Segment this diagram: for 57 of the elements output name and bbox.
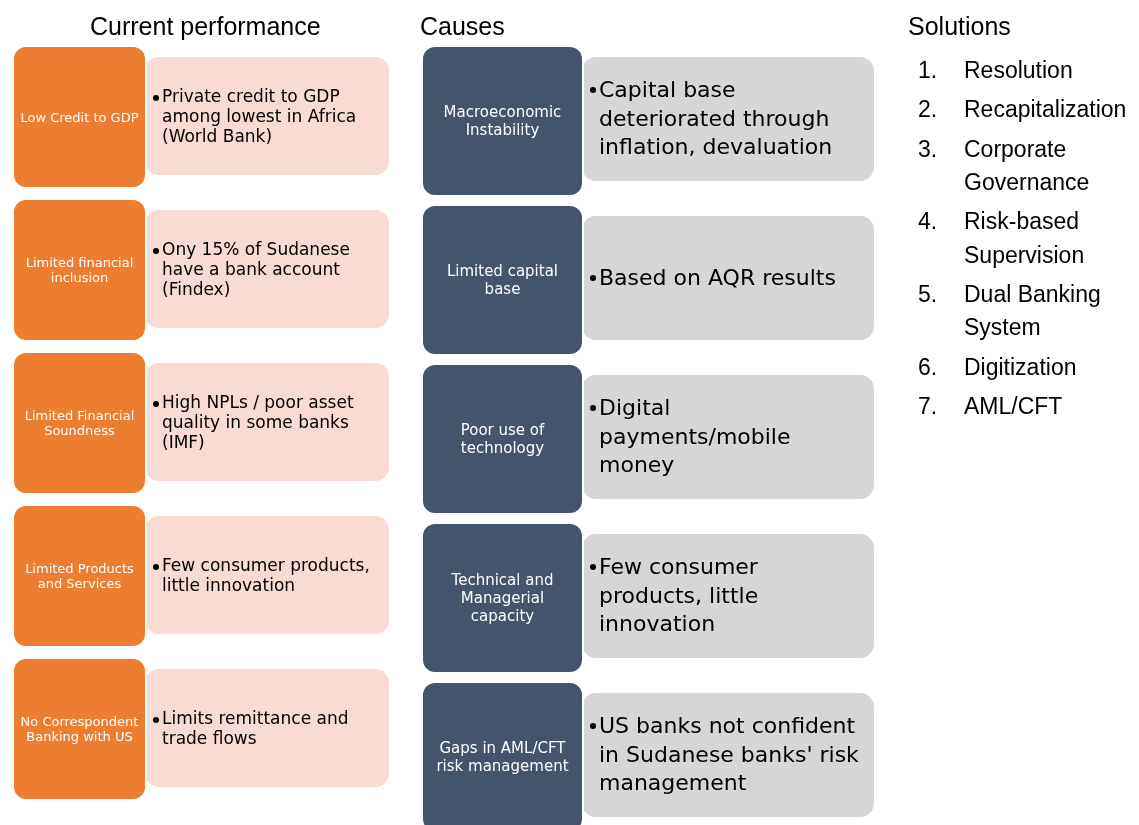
category-box	[12, 657, 147, 801]
description-box	[145, 516, 389, 634]
description-box	[582, 375, 874, 499]
column-heading: Current performance	[90, 12, 321, 41]
list-item-text: Risk-based Supervision	[964, 207, 1086, 270]
box-label: Macroeconomic Instability	[442, 103, 563, 139]
category-box	[421, 204, 584, 356]
list-item-text: Digitization	[964, 352, 1078, 382]
category-box	[421, 522, 584, 674]
category-box	[12, 504, 147, 648]
box-label: Gaps in AML/CFT risk management	[435, 739, 570, 775]
description-box	[145, 669, 389, 787]
list-number: 3.	[918, 134, 939, 164]
list-item-text: Corporate Governance	[964, 134, 1091, 198]
bullet-text: Private credit to GDP among lowest in Africa (World Bank)	[153, 86, 379, 146]
box-label: No Correspondent Banking with US	[20, 714, 139, 744]
list-number: 5.	[918, 280, 939, 310]
box-label: Limited financial inclusion	[24, 255, 135, 285]
bullet-text: Limits remittance and trade flows	[153, 708, 379, 748]
category-box	[12, 198, 147, 342]
box-label: Limited capital base	[445, 262, 560, 298]
list-item-text: Recapitalization	[964, 95, 1128, 125]
list-number: 4.	[918, 207, 939, 237]
box-label: Technical and Managerial capacity	[450, 571, 555, 625]
description-box	[582, 693, 874, 817]
bullet-text: Based on AQR results	[590, 263, 836, 293]
description-box	[582, 534, 874, 658]
box-label: Limited Financial Soundness	[23, 408, 136, 438]
list-item-text: AML/CFT	[964, 392, 1064, 422]
category-box	[12, 351, 147, 495]
category-box	[421, 45, 584, 197]
column-heading: Solutions	[908, 12, 1011, 41]
category-box	[421, 681, 584, 825]
list-item-text: Resolution	[964, 56, 1074, 85]
list-number: 2.	[918, 95, 939, 125]
description-box	[145, 363, 389, 481]
list-item-text: Dual Banking System	[964, 280, 1102, 343]
category-box	[12, 45, 147, 189]
bullet-text: Few consumer products, little innovation	[590, 553, 864, 639]
category-box	[421, 363, 584, 515]
description-box	[582, 216, 874, 340]
box-label: Limited Products and Services	[24, 561, 135, 591]
box-label: Low Credit to GDP	[20, 109, 139, 125]
bullet-text: High NPLs / poor asset quality in some banks (IMF)	[153, 392, 379, 452]
description-box	[145, 210, 389, 328]
description-box	[582, 57, 874, 181]
box-label: Poor use of technology	[459, 421, 546, 457]
column-heading: Causes	[420, 12, 505, 41]
list-number: 1.	[918, 56, 939, 85]
list-number: 6.	[918, 352, 939, 382]
bullet-text: US banks not confident in Sudanese banks' risk management	[590, 712, 864, 798]
list-number: 7.	[918, 392, 939, 422]
bullet-text: Ony 15% of Sudanese have a bank account (Findex)	[153, 239, 379, 299]
description-box	[145, 57, 389, 175]
bullet-text: Capital base deteriorated through inflation, devaluation	[590, 76, 864, 162]
bullet-text: Few consumer products, little innovation	[153, 555, 379, 595]
bullet-text: Digital payments/mobile money	[590, 394, 864, 480]
